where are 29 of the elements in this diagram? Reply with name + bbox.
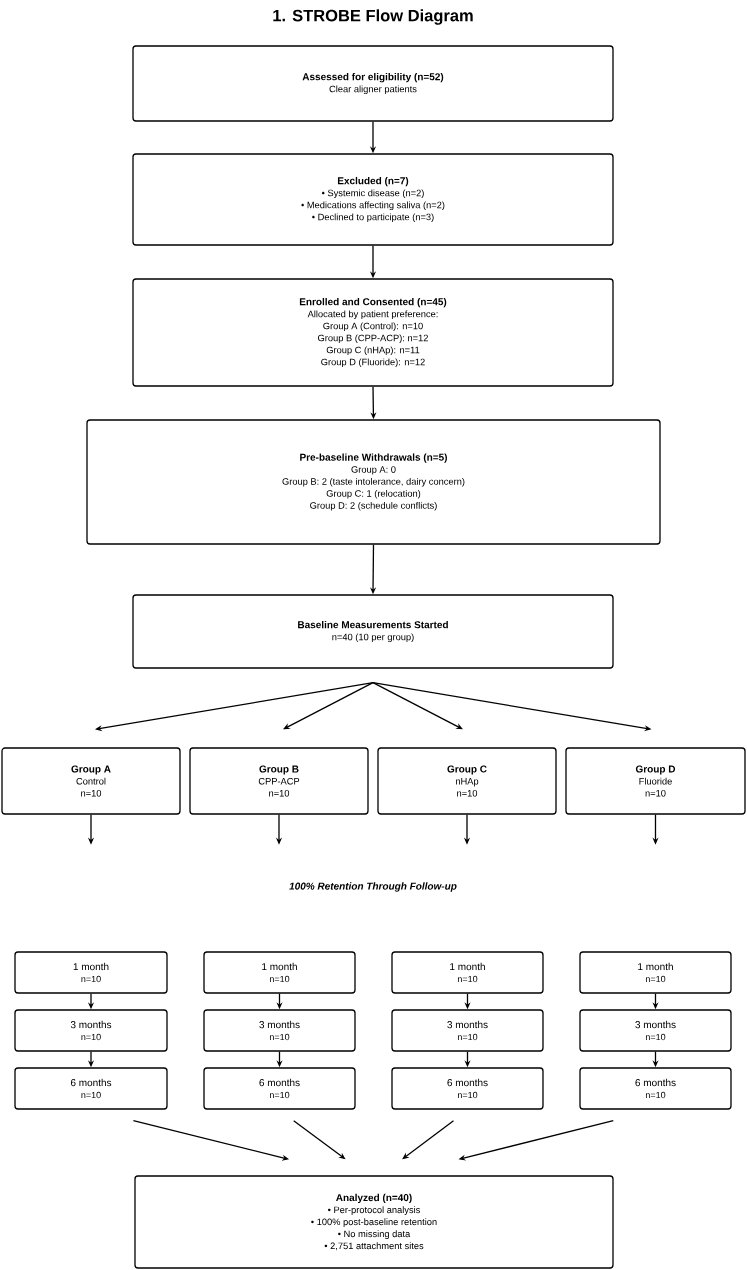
group-box: Group C nHAp n=10 — [377, 747, 557, 815]
group-box: Group B CPP-ACP n=10 — [189, 747, 369, 815]
process-box: Baseline Measurements Started n=40 (10 per group) — [132, 594, 614, 669]
arrow — [283, 682, 374, 730]
arrow — [402, 1120, 455, 1160]
arrow — [293, 1120, 346, 1160]
group-box: Group A Control n=10 — [1, 747, 181, 815]
timepoint-box: 1 month n=10 — [391, 951, 544, 994]
note: 100% Retention Through Follow-up — [289, 882, 457, 892]
timepoint-box: 6 months n=10 — [14, 1067, 168, 1110]
timepoint-box: 6 months n=10 — [203, 1067, 356, 1110]
timepoint-box: 1 month n=10 — [579, 951, 732, 994]
timepoint-box: 1 month n=10 — [203, 951, 356, 994]
process-box: Analyzed (n=40) • Per-protocol analysis • 100% post-baseline retention • No missing data • 2,751 attachment sites — [134, 1175, 614, 1269]
process-box: Pre-baseline Withdrawals (n=5) Group A: 0 Group B: 2 (taste intolerance, dairy concern) Group C: 1 (relocation) Group D: 2 (schedule conflicts) — [86, 419, 661, 545]
timepoint-box: 3 months n=10 — [203, 1009, 356, 1052]
title: 1. STROBE Flow Diagram — [273, 9, 473, 25]
timepoint-box: 3 months n=10 — [579, 1009, 732, 1052]
timepoint-box: 6 months n=10 — [579, 1067, 732, 1110]
process-box: Assessed for eligibility (n=52) Clear aligner patients — [132, 45, 614, 122]
timepoint-box: 3 months n=10 — [14, 1009, 168, 1052]
arrow — [372, 682, 463, 730]
timepoint-box: 3 months n=10 — [391, 1009, 544, 1052]
group-box: Group D Fluoride n=10 — [565, 747, 746, 815]
timepoint-box: 1 month n=10 — [14, 951, 168, 994]
process-box: Enrolled and Consented (n=45) Allocated by patient preference: Group A (Control): n=10 Group B (CPP-ACP): n=12 Group C (nHAp): n=11 Group D (Fluoride): n=12 — [132, 278, 614, 387]
timepoint-box: 6 months n=10 — [391, 1067, 544, 1110]
arrow — [95, 682, 374, 732]
process-box: Excluded (n=7) • Systemic disease (n=2) • Medications affecting saliva (n=2) • Declined to participate (n=3) — [132, 153, 614, 246]
